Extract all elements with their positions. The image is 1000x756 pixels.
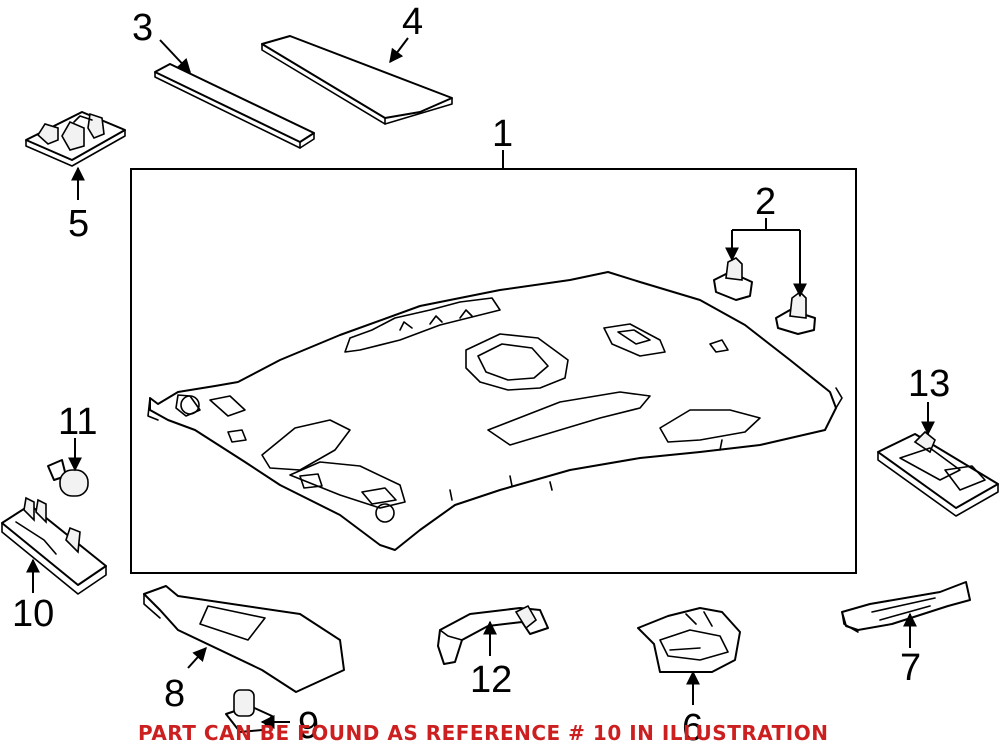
leader-lines <box>26 37 935 729</box>
part-1-headliner <box>147 271 843 551</box>
callout-3: 3 <box>132 7 153 49</box>
leader-8 <box>187 646 207 669</box>
part-10-map-lamp <box>1 496 107 595</box>
callout-labels: 1 2 3 4 5 6 7 8 9 10 11 12 13 <box>12 1 950 749</box>
part-3-pad <box>154 63 315 149</box>
part-8-sun-visor <box>143 585 345 693</box>
part-12-assist-grip <box>437 604 549 665</box>
callout-12: 12 <box>470 659 512 701</box>
part-7-trim-strip <box>841 581 971 633</box>
callout-8: 8 <box>164 673 185 715</box>
part-4-pad <box>261 35 453 125</box>
callout-1: 1 <box>492 113 513 155</box>
callout-4: 4 <box>402 1 423 43</box>
part-2-clips <box>713 257 816 335</box>
part-5-lamp-base <box>25 111 126 167</box>
callout-13: 13 <box>908 363 950 405</box>
callout-11: 11 <box>58 401 97 443</box>
headliner-frame <box>130 168 857 574</box>
callout-10: 10 <box>12 593 54 635</box>
callout-6: 6 <box>682 707 703 749</box>
callout-7: 7 <box>900 647 921 689</box>
callout-9: 9 <box>298 705 319 747</box>
reference-notice: PART CAN BE FOUND AS REFERENCE # 10 IN I… <box>138 721 829 745</box>
part-6-bracket <box>637 607 741 673</box>
part-13-lamp-housing <box>877 430 999 517</box>
callout-2: 2 <box>755 181 776 223</box>
callout-5: 5 <box>68 203 89 245</box>
part-11-bulb <box>47 459 89 497</box>
leader-3 <box>159 39 191 74</box>
leader-4 <box>389 37 409 64</box>
